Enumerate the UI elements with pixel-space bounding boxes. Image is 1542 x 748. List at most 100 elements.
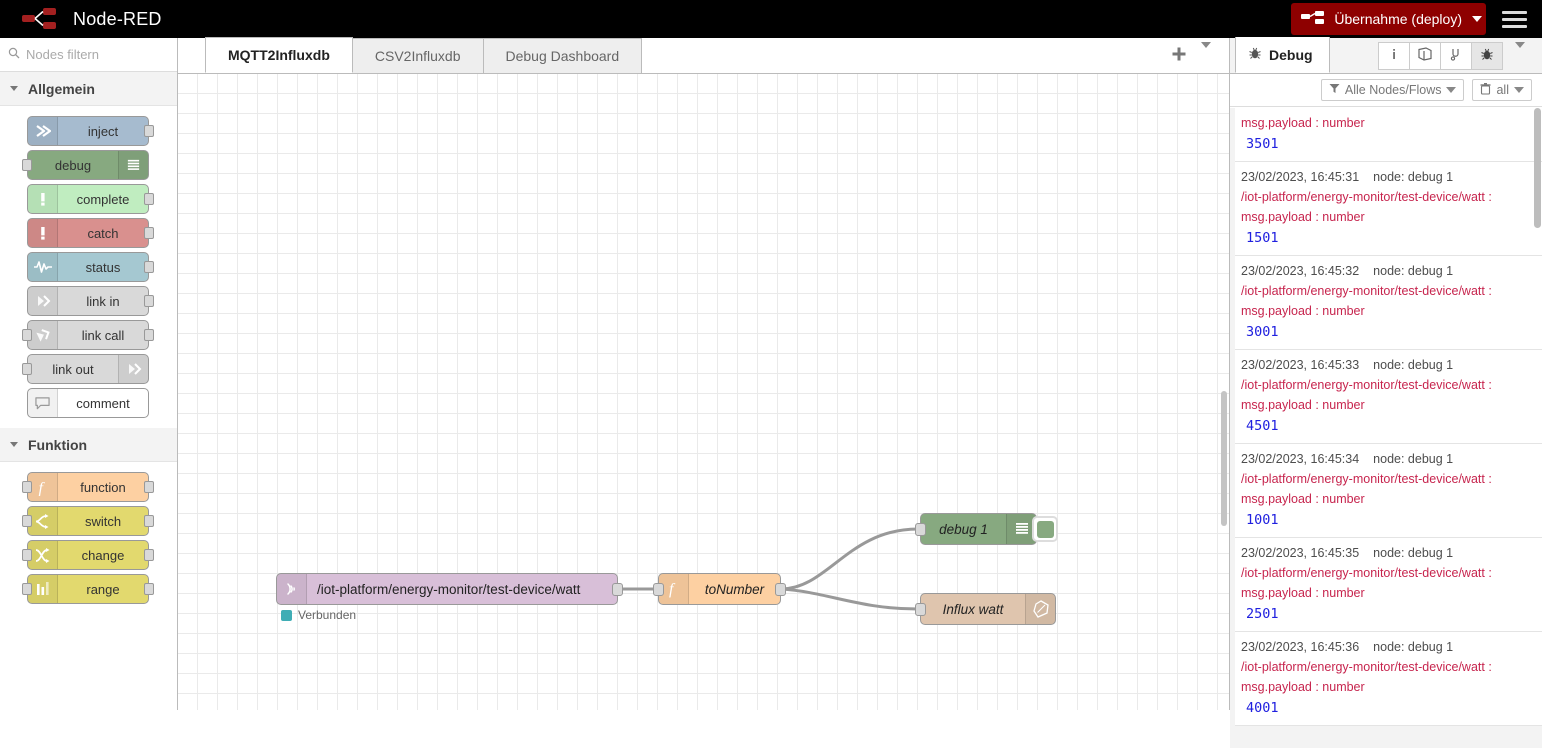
sidebar-tool-config-nodes[interactable] bbox=[1440, 41, 1472, 70]
node-output-port[interactable] bbox=[144, 329, 154, 341]
node-input-port[interactable] bbox=[22, 363, 32, 375]
node-output-port[interactable] bbox=[775, 583, 786, 596]
palette-node-link-out[interactable]: link out bbox=[22, 354, 149, 384]
palette-node-comment[interactable]: comment bbox=[27, 388, 149, 418]
add-flow-button[interactable] bbox=[1171, 46, 1187, 66]
palette-node-complete[interactable]: complete bbox=[27, 184, 154, 214]
debug-filter-bar: Alle Nodes/Flows all bbox=[1230, 74, 1542, 107]
sidebar-tool-info[interactable] bbox=[1378, 41, 1410, 70]
debug-message-value: 4001 bbox=[1246, 700, 1279, 716]
svg-text:f: f bbox=[38, 480, 45, 496]
bug-icon bbox=[1480, 47, 1494, 64]
palette-category-allgemein[interactable]: Allgemein bbox=[0, 72, 177, 106]
mqtt-signal-icon bbox=[277, 574, 307, 604]
palette-node-catch[interactable]: catch bbox=[27, 218, 154, 248]
palette-node-link-call[interactable]: link call bbox=[22, 320, 154, 350]
debug-message-property: msg.payload : number bbox=[1241, 586, 1365, 600]
tab-debug[interactable]: Debug bbox=[1235, 37, 1330, 73]
debug-message-property: msg.payload : number bbox=[1241, 210, 1365, 224]
node-output-port[interactable] bbox=[144, 261, 154, 273]
debug-message-property: msg.payload : number bbox=[1241, 492, 1365, 506]
flow-canvas[interactable]: /iot-platform/energy-monitor/test-device… bbox=[178, 74, 1229, 710]
node-input-port[interactable] bbox=[22, 515, 32, 527]
hamburger-menu-icon bbox=[1501, 17, 1527, 21]
debug-vertical-scrollbar[interactable] bbox=[1534, 108, 1541, 228]
node-output-port[interactable] bbox=[612, 583, 623, 596]
palette-node-switch[interactable]: switch bbox=[22, 506, 154, 536]
node-input-port[interactable] bbox=[915, 603, 926, 616]
palette-node-debug[interactable]: debug bbox=[22, 150, 149, 180]
palette-node-inject[interactable]: inject bbox=[27, 116, 154, 146]
debug-message-property: msg.payload : number bbox=[1241, 680, 1365, 694]
debug-enable-toggle[interactable] bbox=[1032, 516, 1058, 542]
sidebar-tools-menu-button[interactable] bbox=[1503, 42, 1534, 63]
debug-message-value: 1501 bbox=[1246, 230, 1279, 246]
sidebar-tool-debug[interactable] bbox=[1471, 41, 1503, 70]
node-input-port[interactable] bbox=[653, 583, 664, 596]
node-status: Verbunden bbox=[281, 608, 356, 622]
palette-node-change[interactable]: change bbox=[22, 540, 154, 570]
node-input-port[interactable] bbox=[22, 329, 32, 341]
node-output-port[interactable] bbox=[144, 193, 154, 205]
deploy-button[interactable]: Übernahme (deploy) bbox=[1291, 3, 1486, 35]
debug-message-source: node: debug 1 bbox=[1373, 546, 1454, 560]
debug-node-filter-button[interactable]: Alle Nodes/Flows bbox=[1320, 79, 1465, 101]
palette-search-bar[interactable] bbox=[0, 38, 177, 72]
node-output-port[interactable] bbox=[144, 481, 154, 493]
flow-node-function[interactable]: f toNumber bbox=[653, 573, 786, 605]
node-output-port[interactable] bbox=[144, 227, 154, 239]
flow-node-mqtt-in[interactable]: /iot-platform/energy-monitor/test-device… bbox=[276, 573, 623, 622]
palette-category-label: Allgemein bbox=[28, 80, 95, 97]
node-input-port[interactable] bbox=[915, 523, 926, 536]
node-output-port[interactable] bbox=[144, 295, 154, 307]
flow-node-label: toNumber bbox=[704, 581, 765, 597]
node-input-port[interactable] bbox=[22, 481, 32, 493]
flow-node-debug[interactable]: debug 1 bbox=[915, 513, 1058, 545]
debug-message-source: node: debug 1 bbox=[1373, 640, 1454, 654]
node-input-port[interactable] bbox=[22, 583, 32, 595]
palette-node-label: catch bbox=[87, 225, 119, 241]
canvas-vertical-scrollbar[interactable] bbox=[1221, 391, 1227, 526]
palette-node-link-in[interactable]: link in bbox=[27, 286, 154, 316]
chevron-down-icon bbox=[1446, 87, 1457, 93]
chevron-down-icon bbox=[1514, 87, 1524, 93]
sidebar-tool-help[interactable] bbox=[1409, 41, 1441, 70]
main-menu-button[interactable] bbox=[1486, 0, 1542, 38]
flow-list-menu-button[interactable] bbox=[1201, 42, 1211, 63]
debug-message-topic: /iot-platform/energy-monitor/test-device… bbox=[1241, 660, 1492, 674]
search-icon bbox=[8, 47, 20, 62]
flow-tab-csv2influxdb[interactable]: CSV2Influxdb bbox=[351, 38, 484, 73]
node-input-port[interactable] bbox=[22, 159, 32, 171]
debug-clear-button[interactable]: all bbox=[1472, 79, 1532, 101]
flow-tab-debug-dashboard[interactable]: Debug Dashboard bbox=[482, 38, 643, 73]
node-input-port[interactable] bbox=[22, 549, 32, 561]
search-input[interactable] bbox=[26, 47, 166, 62]
node-output-port[interactable] bbox=[144, 549, 154, 561]
chevron-down-icon bbox=[1472, 16, 1482, 22]
palette-node-range[interactable]: range bbox=[22, 574, 154, 604]
palette-category-funktion[interactable]: Funktion bbox=[0, 428, 177, 462]
tab-debug-label: Debug bbox=[1269, 46, 1313, 63]
palette-node-label: change bbox=[81, 547, 125, 563]
debug-message-value: 3001 bbox=[1246, 324, 1279, 340]
svg-text:f: f bbox=[669, 581, 676, 598]
palette-node-status[interactable]: status bbox=[27, 252, 154, 282]
flow-tab-mqtt2influxdb[interactable]: MQTT2Influxdb bbox=[205, 37, 353, 73]
flow-node-influx[interactable]: Influx watt bbox=[915, 593, 1056, 625]
node-output-port[interactable] bbox=[144, 515, 154, 527]
node-output-port[interactable] bbox=[144, 583, 154, 595]
sidebar-tool-buttons bbox=[1378, 38, 1542, 73]
debug-message-source: node: debug 1 bbox=[1373, 170, 1454, 184]
node-output-port[interactable] bbox=[144, 125, 154, 137]
